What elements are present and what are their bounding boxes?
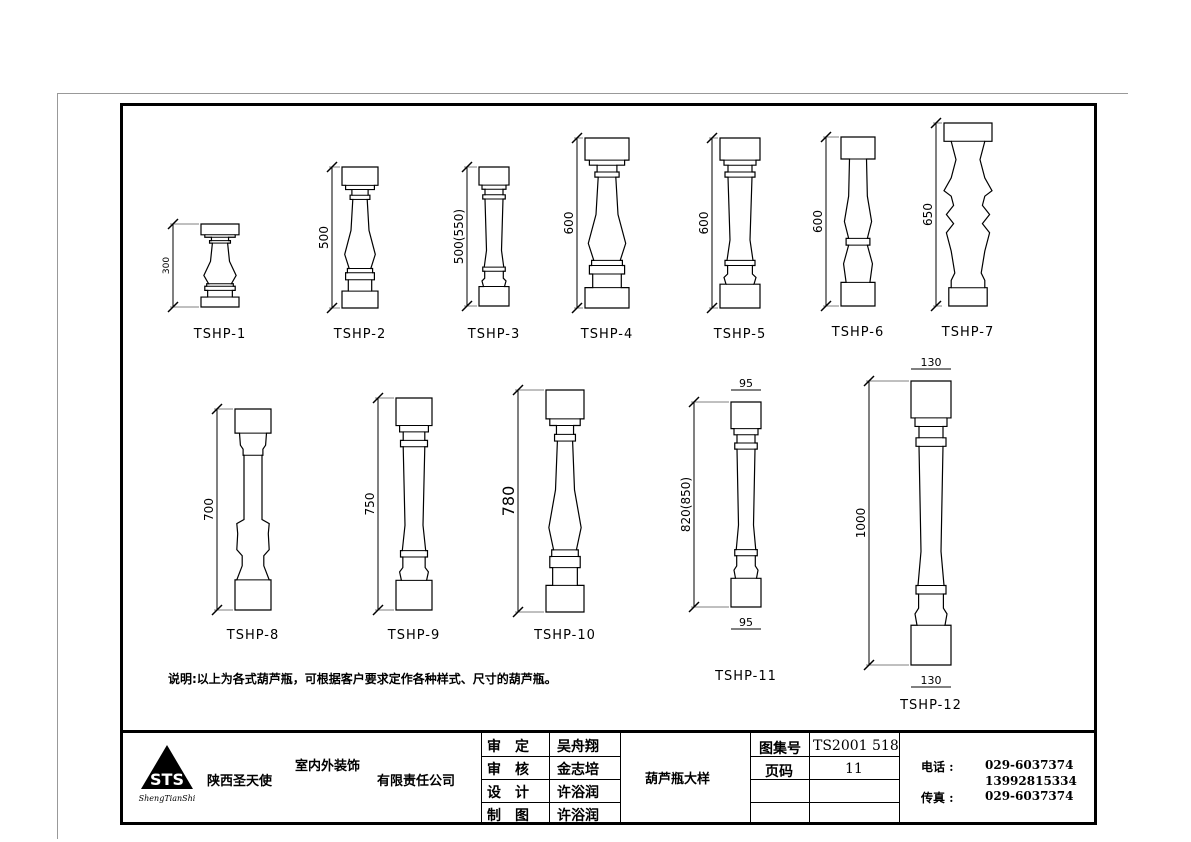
height-dimension-label: 300: [162, 257, 172, 274]
description-note: 说明:以上为各式葫芦瓶，可根据客户要求定作各种样式、尺寸的葫芦瓶。: [168, 672, 557, 686]
page-number: 11: [845, 761, 863, 777]
outer-border: [57, 93, 1128, 839]
height-dimension-label: 1000: [854, 508, 868, 539]
fax-label: 传真 :: [921, 791, 954, 805]
role-name: 金志培: [557, 762, 599, 778]
baluster-outline: [478, 166, 510, 307]
drawing-title: 葫芦瓶大样: [645, 772, 711, 787]
role-name: 许浴润: [557, 808, 599, 824]
company-name-3: 有限责任公司: [377, 774, 456, 789]
role-name: 许浴润: [557, 785, 599, 801]
baluster-outline: [395, 397, 433, 611]
baluster-outline: [341, 166, 379, 309]
baluster-11: 820(850) 95 95: [679, 377, 762, 630]
title-block: STS ShengTianShi 陕西圣天使 室内外装饰 有限责任公司 审 定 吴…: [123, 730, 1094, 825]
height-dimension-label: 750: [363, 493, 377, 516]
atlas-label: 图集号: [759, 741, 801, 757]
baluster-12: 1000 130 130: [854, 356, 952, 688]
baluster-label: TSHP-7: [941, 325, 995, 340]
baluster-outline: [840, 136, 876, 307]
height-dimension-label: 600: [811, 210, 825, 233]
width-dimension-label: 95: [739, 616, 753, 629]
baluster-10: 780: [499, 384, 585, 618]
company-name-2: 室内外装饰: [295, 759, 361, 774]
height-dimension-label: 700: [202, 498, 216, 521]
height-dimension-label: 600: [697, 212, 711, 235]
baluster-label: TSHP-6: [831, 325, 885, 340]
baluster-label: TSHP-12: [900, 698, 962, 713]
height-dimension-label: 600: [562, 212, 576, 235]
baluster-9: 750: [363, 392, 433, 616]
baluster-outline: [943, 122, 993, 307]
baluster-label: TSHP-5: [713, 327, 767, 342]
width-dimension-label: 130: [921, 356, 942, 369]
phone-1: 029-6037374: [985, 758, 1074, 772]
baluster-4: 600: [562, 132, 630, 314]
baluster-7: 650: [921, 117, 993, 312]
baluster-outline: [545, 389, 585, 613]
baluster-outline: [910, 380, 952, 666]
width-dimension-label: 130: [921, 674, 942, 687]
baluster-label: TSHP-1: [193, 327, 247, 342]
height-dimension-label: 500: [317, 226, 331, 249]
baluster-1: 300: [162, 218, 240, 313]
baluster-outline: [584, 137, 630, 309]
height-dimension-label: 820(850): [679, 477, 693, 532]
baluster-outline: [200, 223, 240, 308]
phone-label: 电话 :: [921, 760, 954, 774]
baluster-label: TSHP-2: [333, 327, 387, 342]
svg-text:ShengTianShi: ShengTianShi: [139, 794, 196, 803]
baluster-label: TSHP-4: [580, 327, 634, 342]
svg-text:STS: STS: [150, 770, 184, 789]
height-dimension-label: 650: [921, 203, 935, 226]
width-dimension-label: 95: [739, 377, 753, 390]
baluster-outline: [234, 408, 272, 611]
baluster-label: TSHP-10: [534, 628, 596, 643]
baluster-label: TSHP-11: [715, 669, 777, 684]
baluster-6: 600: [811, 131, 876, 312]
page-label: 页码: [765, 764, 793, 780]
baluster-label: TSHP-9: [387, 628, 441, 643]
baluster-label: TSHP-3: [467, 327, 521, 342]
baluster-outline: [719, 137, 761, 309]
baluster-8: 700: [202, 403, 272, 616]
atlas-number: TS2001 518: [813, 738, 899, 754]
role-label: 设 计: [487, 785, 529, 801]
role-label: 审 核: [487, 762, 529, 778]
fax-number: 029-6037374: [985, 789, 1074, 803]
baluster-3: 500(550): [452, 161, 510, 312]
company-logo: STS ShengTianShi: [139, 745, 196, 803]
role-label: 审 定: [487, 739, 529, 755]
role-label: 制 图: [487, 808, 529, 824]
company-name-1: 陕西圣天使: [207, 774, 273, 789]
role-name: 吴舟翔: [557, 739, 599, 755]
phone-2: 13992815334: [985, 774, 1077, 788]
drawing-frame: [120, 103, 1097, 825]
baluster-label: TSHP-8: [226, 628, 280, 643]
baluster-5: 600: [697, 132, 761, 314]
baluster-2: 500: [317, 161, 379, 314]
baluster-outline: [730, 401, 762, 608]
height-dimension-label: 780: [499, 486, 518, 517]
height-dimension-label: 500(550): [452, 209, 466, 264]
